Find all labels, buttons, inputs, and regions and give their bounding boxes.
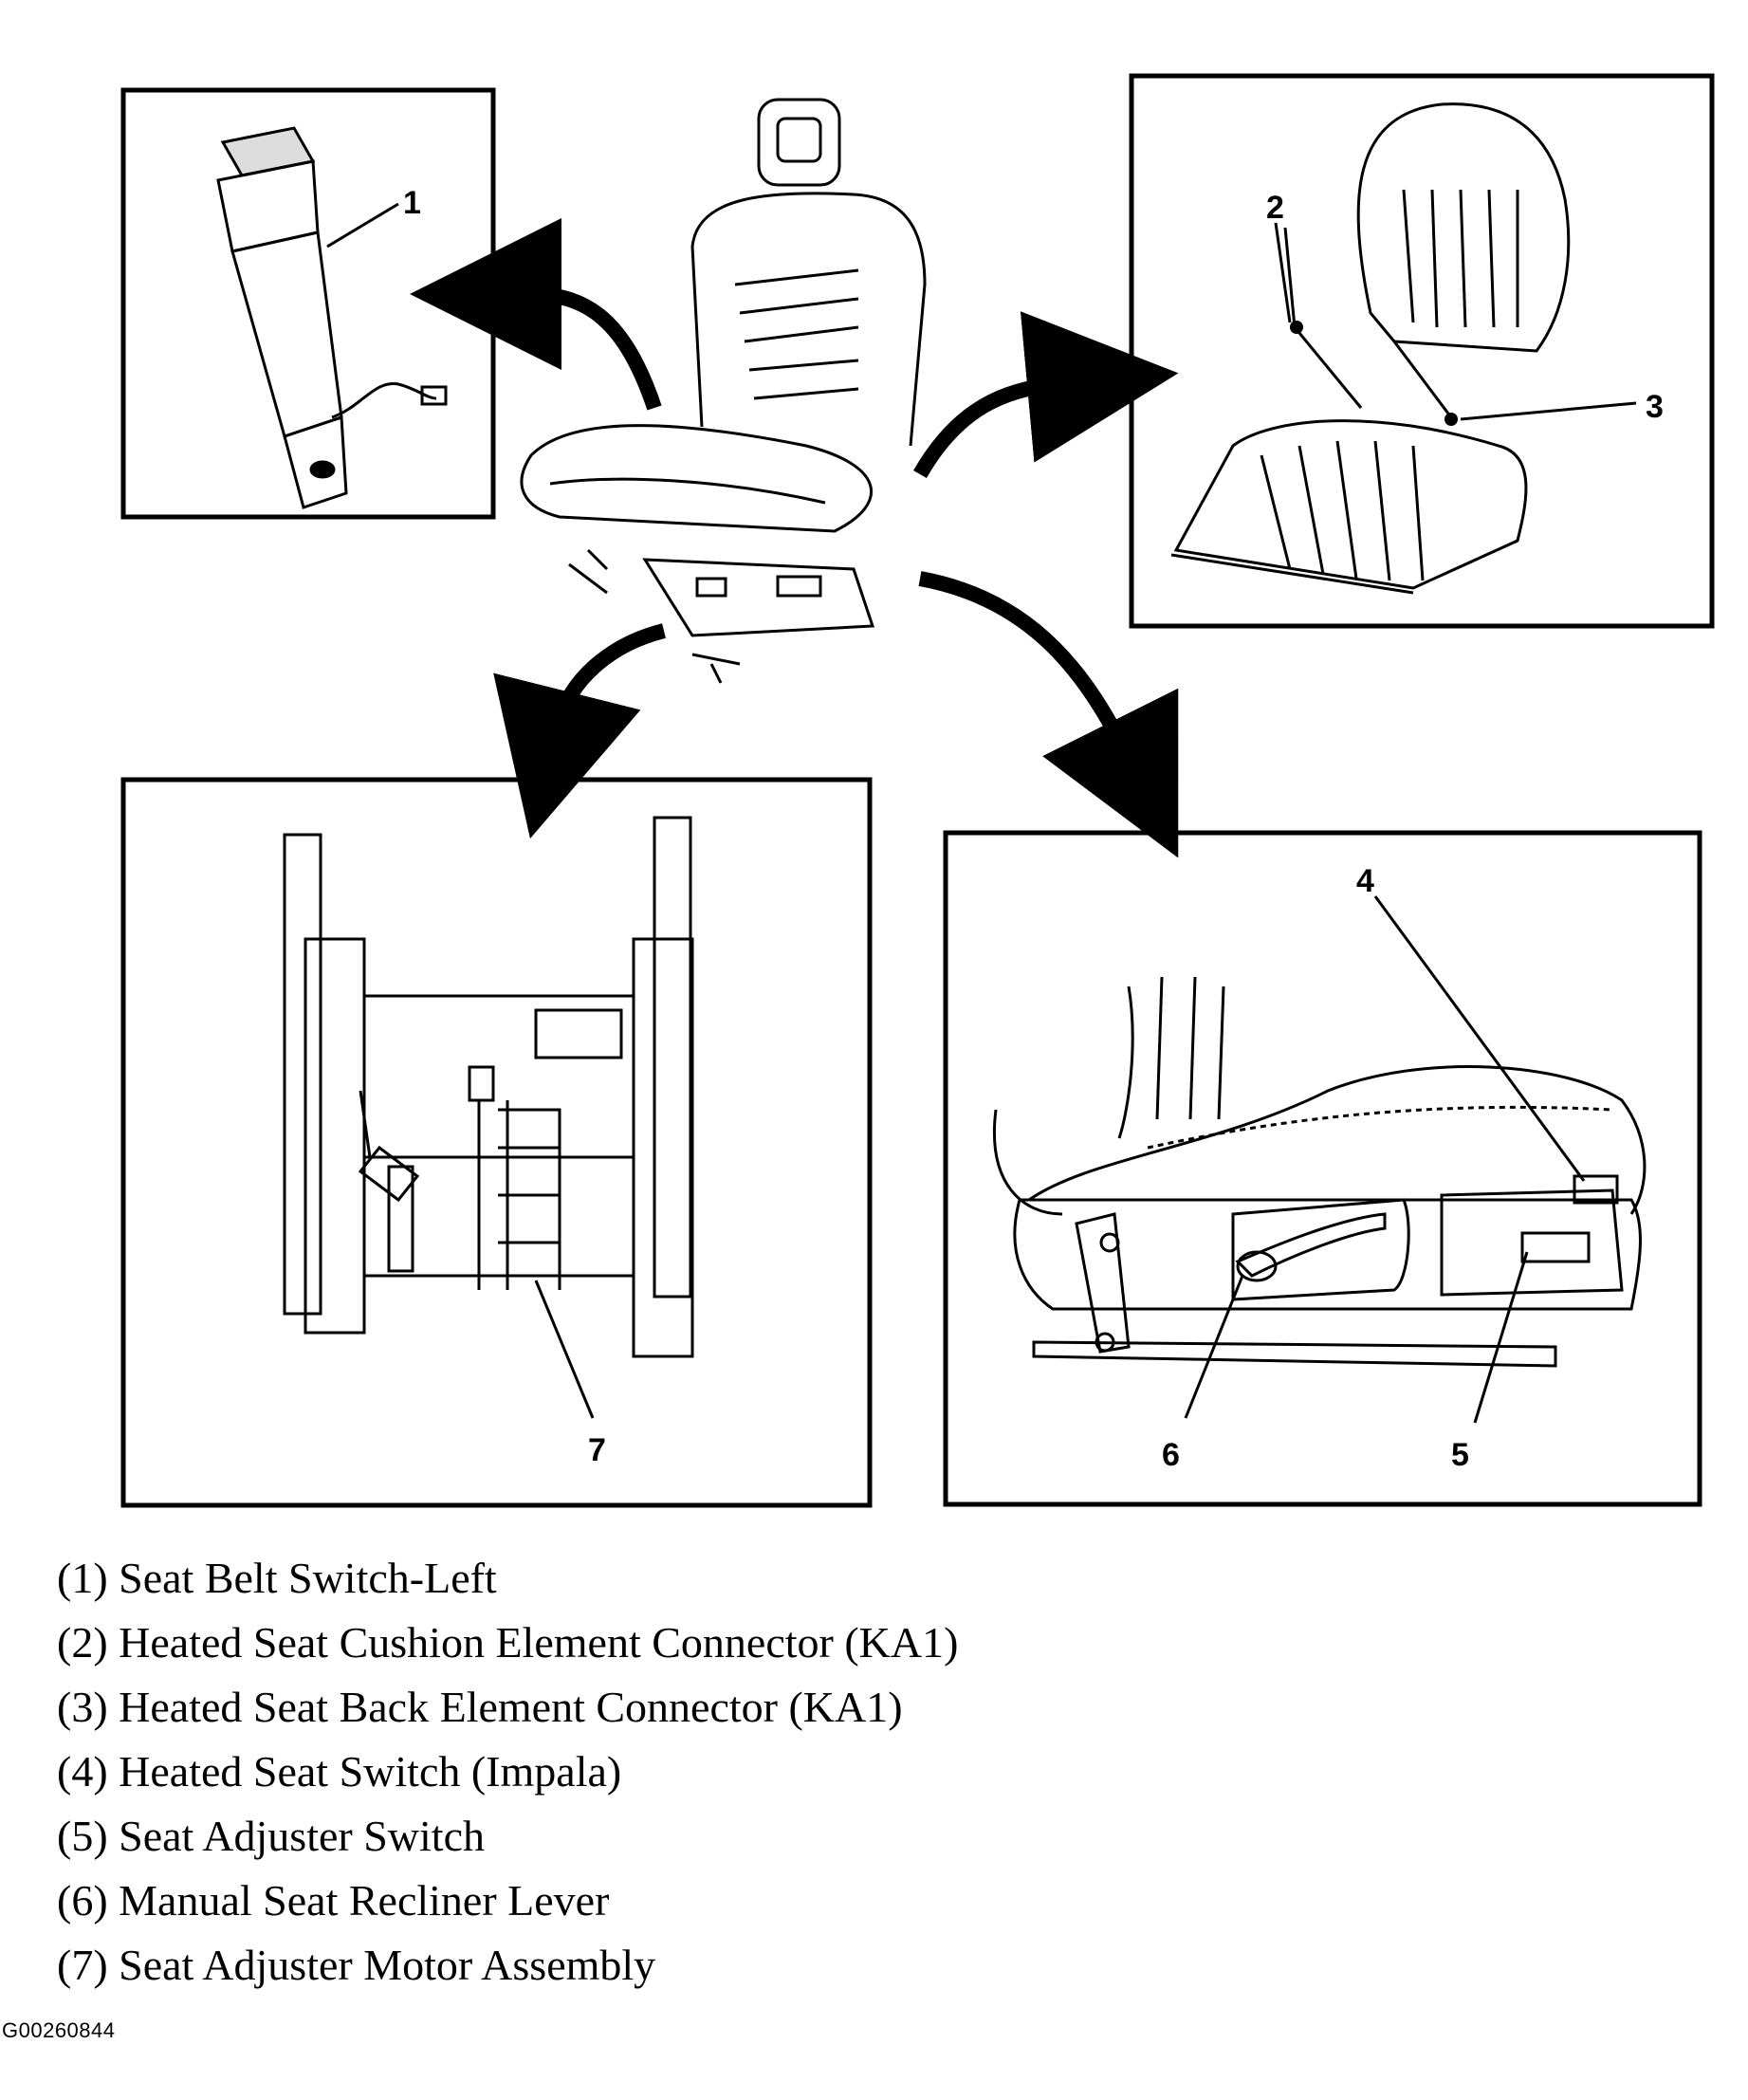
callout-1: 1 [403,185,421,221]
callout-7-leader [534,1280,595,1419]
callout-3-leader [1460,401,1637,421]
center-seat-drawing [520,98,927,684]
seat-belt-buckle-drawing [216,126,448,509]
callout-7: 7 [588,1432,606,1468]
callout-5-leader [1473,1251,1529,1424]
legend-item: (2) Heated Seat Cushion Element Connecto… [57,1618,959,1667]
seat-cushion-element-drawing [1170,419,1528,595]
callout-2: 2 [1266,190,1284,226]
callout-6-leader [1184,1275,1244,1419]
connector-3-harness [1392,341,1453,418]
seat-back-element-drawing [1356,102,1571,353]
legend-item: (5) Seat Adjuster Switch [57,1812,485,1860]
callout-2-leader [1274,222,1292,323]
panel-seat-side-controls: 4 5 6 [943,830,1702,1507]
legend-item: (6) Manual Seat Recliner Lever [57,1876,610,1925]
legend-item: (3) Heated Seat Back Element Connector (… [57,1683,903,1731]
arrow-to-panel-1 [410,218,662,411]
legend-item: (1) Seat Belt Switch-Left [57,1554,497,1602]
legend-item: (4) Heated Seat Switch (Impala) [57,1747,622,1796]
panel-seat-adjuster-motor: 7 [120,777,873,1508]
arrow-to-panel-3 [493,623,667,839]
legend-item: (7) Seat Adjuster Motor Assembly [57,1941,656,1989]
pointer-arrows [410,218,1179,858]
panel-heated-seat-elements: 2 3 [1129,73,1715,629]
seat-frame-tracks-drawing [283,816,694,1358]
arrow-to-panel-4 [918,571,1179,858]
callout-5: 5 [1451,1437,1469,1473]
figure-id: G00260844 [2,2018,116,2042]
legend-list: (1) Seat Belt Switch-Left (2) Heated Sea… [57,1546,958,1998]
callout-3: 3 [1646,389,1664,425]
seat-components-diagram: 1 2 [120,73,1715,1508]
callout-6: 6 [1162,1437,1180,1473]
callout-4-leader [1373,895,1586,1182]
callout-4: 4 [1356,863,1374,899]
seat-side-drawing [993,976,1647,1368]
callout-1-leader [326,202,399,249]
arrow-to-panel-2 [913,311,1179,478]
panel-seat-belt-switch: 1 [120,87,496,520]
connector-2-harness [1283,227,1363,409]
